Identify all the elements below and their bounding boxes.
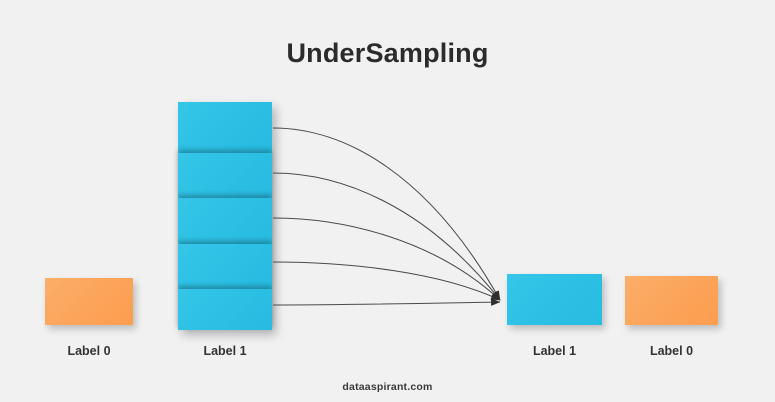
arrow-curve <box>272 261 501 301</box>
stack-segment <box>178 198 272 244</box>
caption-label0-before: Label 0 <box>67 344 111 358</box>
block-label0-before <box>45 278 133 325</box>
stack-segment <box>178 153 272 198</box>
arrow-curve <box>272 298 501 306</box>
arrow-curve <box>272 172 501 301</box>
caption-label1-after: Label 1 <box>532 344 577 358</box>
page-title: UnderSampling <box>286 38 489 68</box>
caption-label0-after: Label 0 <box>649 344 694 358</box>
arrow-curve <box>272 217 501 301</box>
arrow-curve <box>272 127 501 301</box>
stack-segment <box>178 102 272 153</box>
caption-label1-before: Label 1 <box>203 344 247 358</box>
stack-segment <box>178 244 272 289</box>
block-label0-after <box>625 276 718 325</box>
watermark: dataaspirant.com <box>342 381 433 393</box>
block-label1-after <box>507 274 602 325</box>
block-label1-stack-before <box>178 102 272 330</box>
stack-segment <box>178 289 272 330</box>
